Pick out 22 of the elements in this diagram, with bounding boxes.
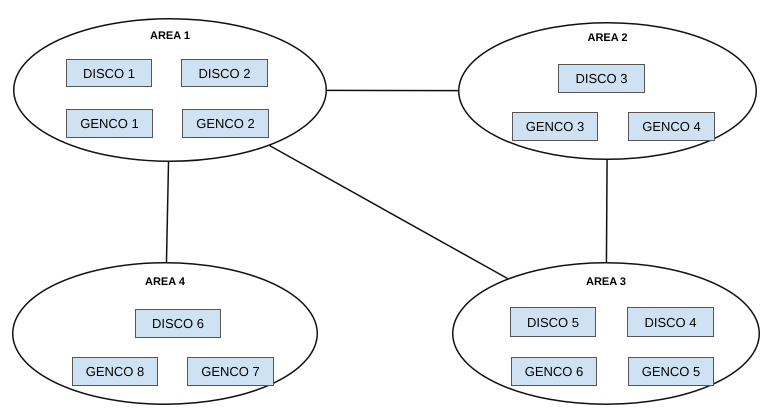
entity-box: GENCO 7	[187, 357, 274, 386]
entity-box: GENCO 3	[512, 112, 598, 141]
entity-box: DISCO 6	[135, 309, 221, 338]
entity-box: DISCO 5	[510, 307, 596, 337]
connector-line	[327, 90, 458, 92]
entity-box: DISCO 2	[181, 59, 268, 87]
entity-box: DISCO 3	[558, 64, 645, 93]
area-title: AREA 4	[145, 276, 185, 288]
connector-line	[166, 162, 170, 262]
entity-box: GENCO 6	[511, 357, 597, 386]
entity-box: GENCO 1	[66, 109, 153, 138]
entity-box: DISCO 1	[66, 59, 152, 87]
entity-box: GENCO 8	[72, 357, 158, 386]
connector-line	[269, 145, 508, 280]
entity-box: DISCO 4	[627, 307, 714, 337]
area-title: AREA 2	[588, 32, 628, 44]
entity-box: GENCO 5	[628, 357, 714, 386]
area-title: AREA 3	[586, 276, 626, 288]
connector-line	[606, 160, 608, 262]
entity-box: GENCO 2	[182, 109, 269, 138]
area-title: AREA 1	[150, 30, 190, 42]
entity-box: GENCO 4	[628, 112, 715, 141]
